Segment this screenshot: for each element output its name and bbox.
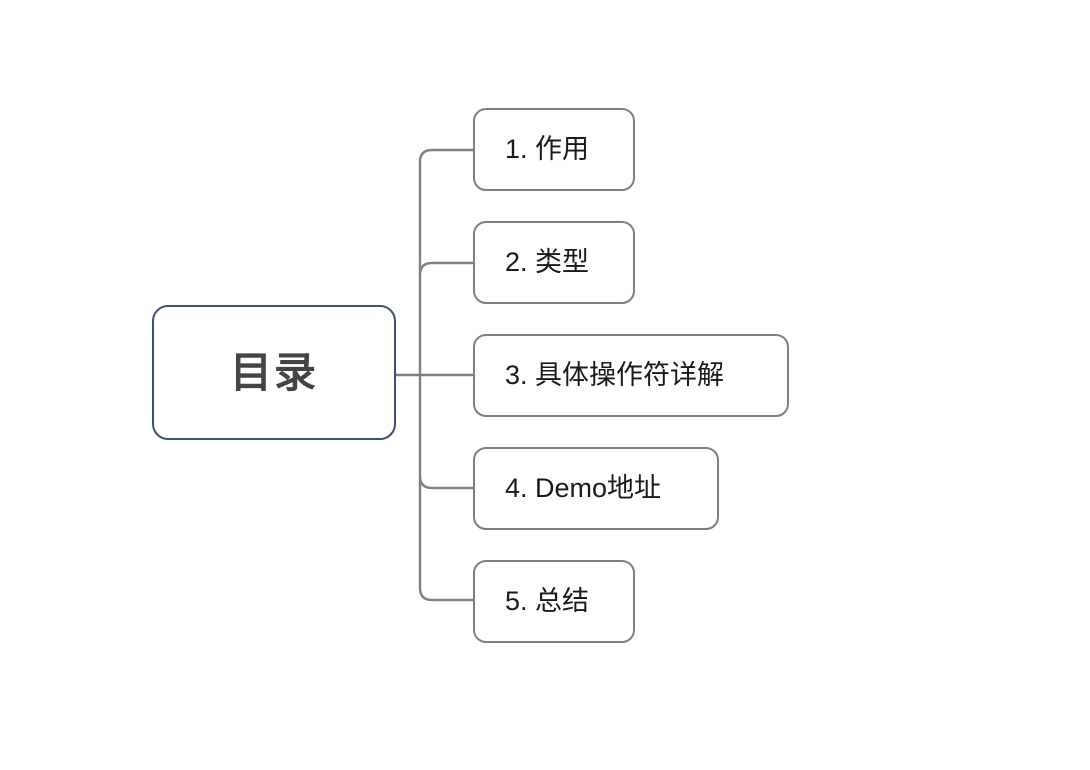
root-node[interactable]: 目录 xyxy=(152,305,396,440)
connector-branch-5 xyxy=(418,587,473,602)
child-node-3-label: 3. 具体操作符详解 xyxy=(505,360,725,390)
child-node-4-label: 4. Demo地址 xyxy=(505,473,662,503)
child-node-2[interactable]: 2. 类型 xyxy=(473,221,635,304)
child-node-2-label: 2. 类型 xyxy=(505,247,590,277)
connector-branch-1 xyxy=(418,148,473,163)
child-node-1-label: 1. 作用 xyxy=(505,134,590,164)
child-node-5[interactable]: 5. 总结 xyxy=(473,560,635,643)
connector-branch-4 xyxy=(418,475,473,490)
child-node-1[interactable]: 1. 作用 xyxy=(473,108,635,191)
child-node-3[interactable]: 3. 具体操作符详解 xyxy=(473,334,789,417)
connector-branch-2 xyxy=(418,261,473,276)
root-node-label: 目录 xyxy=(229,348,318,396)
child-node-4[interactable]: 4. Demo地址 xyxy=(473,447,719,530)
child-node-5-label: 5. 总结 xyxy=(505,586,590,616)
